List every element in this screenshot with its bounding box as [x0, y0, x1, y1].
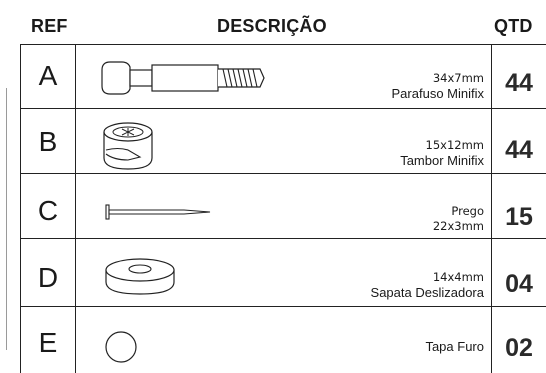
column-header-qtd: QTD: [494, 16, 533, 36]
hole-cap-icon: [104, 330, 138, 369]
column-header-ref: REF: [31, 16, 68, 36]
desc-dimensions: 14x4mm: [432, 270, 484, 284]
row-ref-d: D: [37, 262, 59, 293]
nail-icon: [104, 202, 214, 227]
column-header-descricao: DESCRIÇÃO: [217, 16, 327, 36]
row-divider: [20, 238, 546, 239]
row-ref-a: A: [38, 60, 58, 91]
row-description-d: 14x4mm Sapata Deslizadora: [371, 270, 484, 300]
parts-table: [20, 44, 546, 373]
row-description-a: 34x7mm Parafuso Minifix: [392, 71, 484, 101]
desc-dimensions: 22x3mm: [432, 219, 484, 233]
row-ref-c: C: [37, 195, 59, 226]
row-qtd-d: 04: [505, 270, 533, 298]
glide-foot-icon: [102, 256, 180, 303]
minifix-cam-icon: [100, 120, 160, 177]
page-margin-line: [6, 88, 7, 350]
row-divider: [20, 173, 546, 174]
row-ref-e: E: [38, 327, 58, 358]
desc-dimensions: 34x7mm: [432, 71, 484, 85]
table-left-border: [20, 44, 21, 373]
desc-name: Parafuso Minifix: [391, 86, 484, 101]
table-top-border: [20, 44, 546, 45]
row-ref-b: B: [38, 126, 58, 157]
desc-name: Tapa Furo: [425, 339, 484, 354]
desc-name: Tambor Minifix: [400, 153, 484, 168]
row-qtd-c: 15: [505, 203, 533, 231]
row-description-e: Tapa Furo: [425, 339, 484, 354]
qtd-column-divider: [491, 44, 492, 373]
desc-name: Prego: [451, 204, 484, 218]
ref-column-divider: [75, 44, 76, 373]
row-divider: [20, 108, 546, 109]
row-description-c: Prego 22x3mm: [433, 204, 484, 234]
row-qtd-e: 02: [505, 334, 533, 362]
desc-dimensions: 15x12mm: [425, 138, 484, 152]
row-divider: [20, 306, 546, 307]
row-qtd-b: 44: [505, 136, 533, 164]
row-description-b: 15x12mm Tambor Minifix: [400, 138, 484, 168]
desc-name: Sapata Deslizadora: [370, 285, 484, 300]
row-qtd-a: 44: [505, 69, 533, 97]
minifix-screw-icon: [100, 58, 270, 103]
